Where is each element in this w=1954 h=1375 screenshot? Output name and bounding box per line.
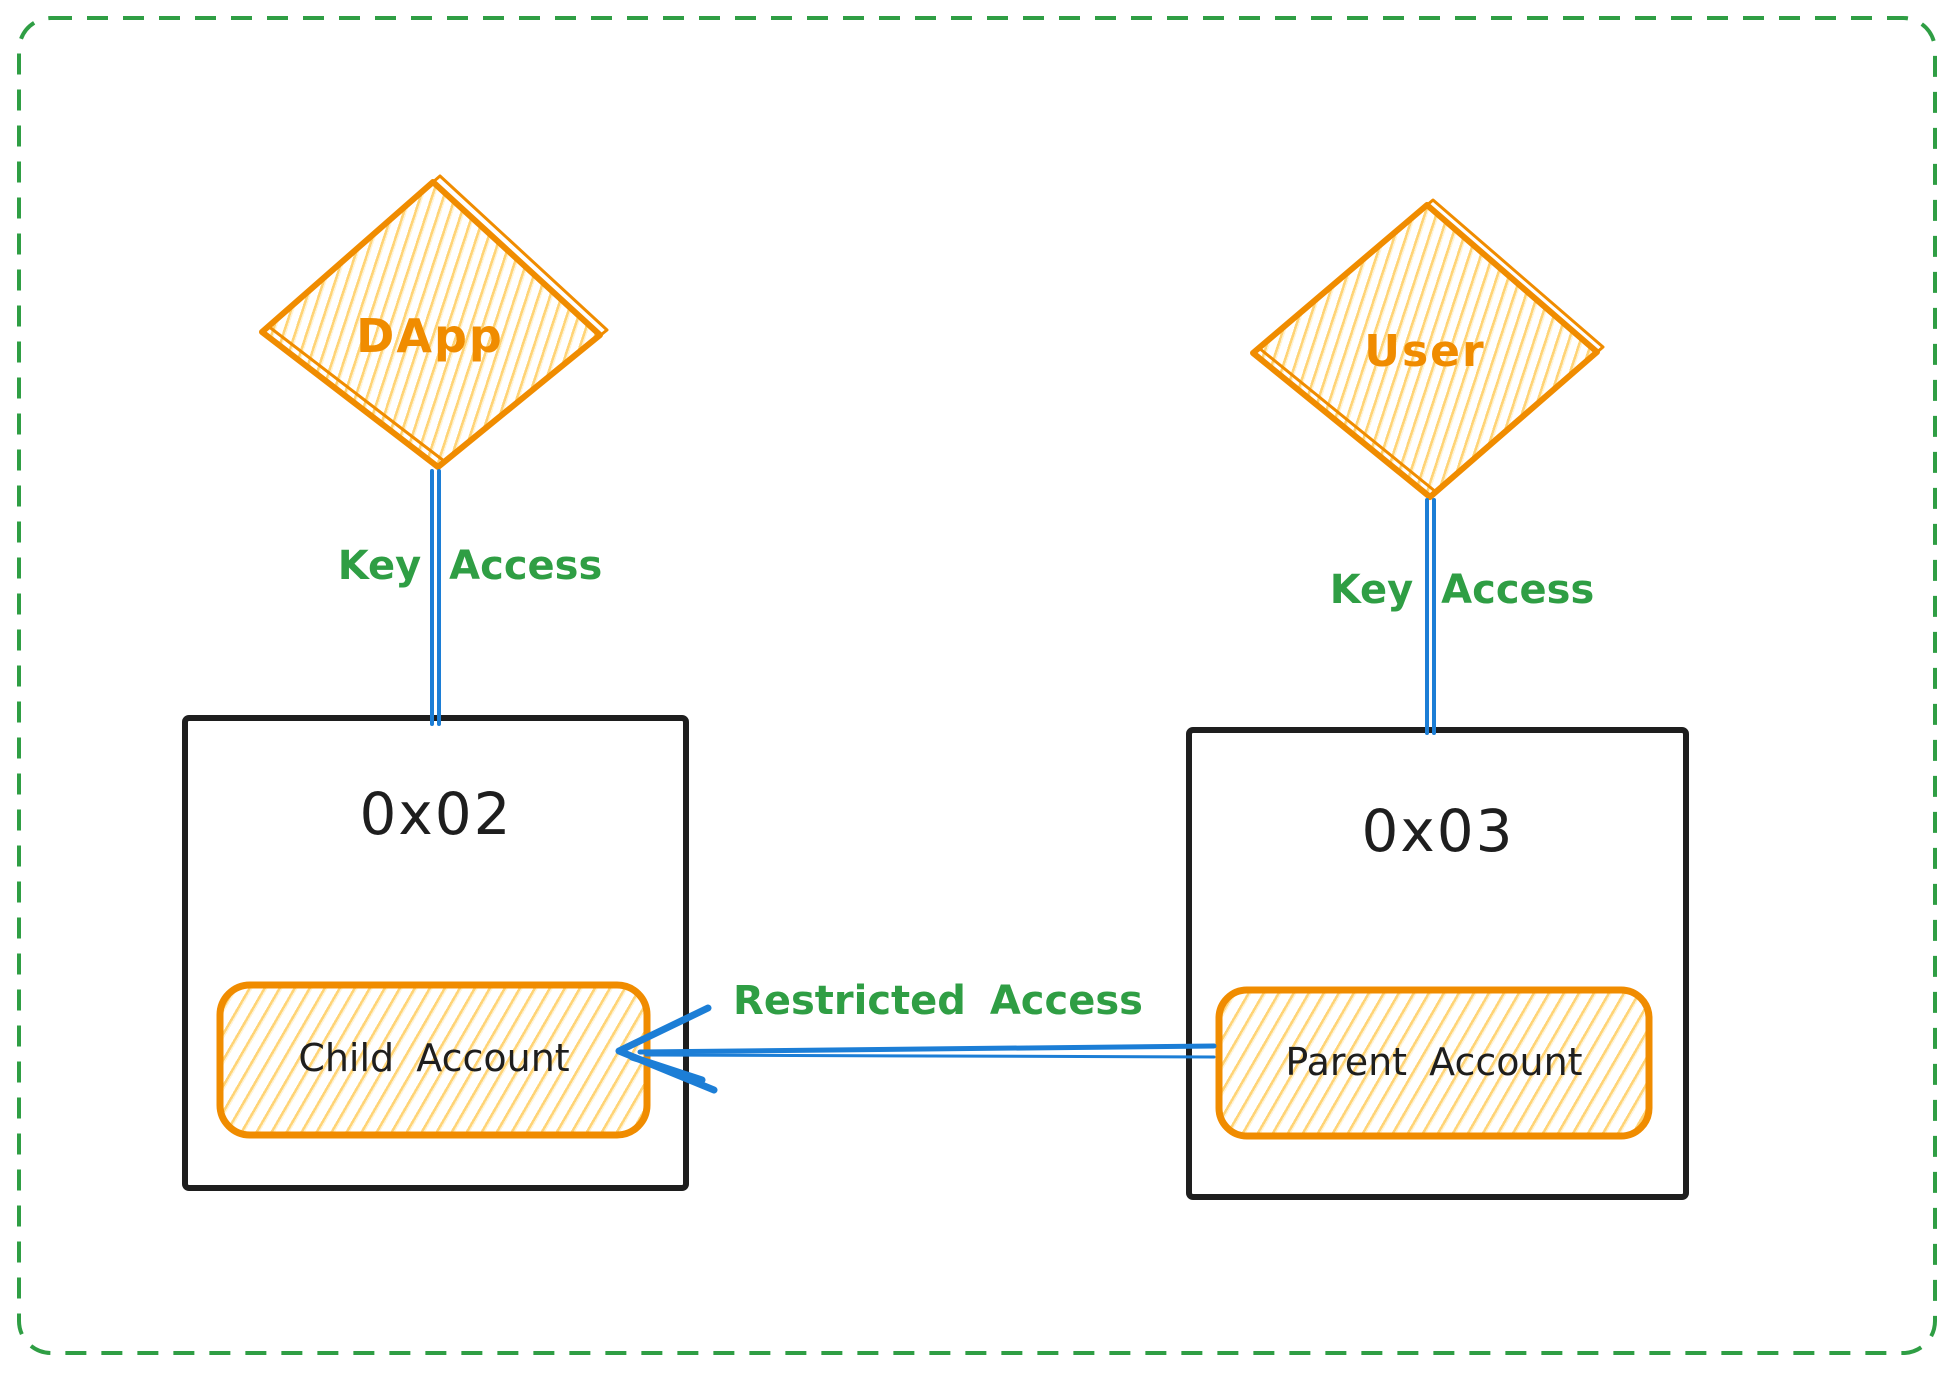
restricted-access-arrow-line	[637, 1043, 1217, 1055]
wallet-0x02-outline	[182, 715, 689, 1191]
user-key-access-connector	[1425, 498, 1436, 735]
wallet-0x02-label: 0x02	[359, 780, 513, 848]
child-account-box-fill	[220, 985, 647, 1135]
restricted-access-arrow-line-overdraw	[644, 1053, 1216, 1059]
dapp-diamond-overdraw	[266, 174, 609, 463]
dapp-label: DApp	[356, 309, 504, 363]
parent-account-label: Parent Account	[1285, 1040, 1583, 1084]
user-key-access-label: Key Access	[1329, 567, 1595, 613]
wallet-0x03-outline	[1186, 727, 1689, 1200]
dapp-key-access-connector	[430, 469, 441, 726]
restricted-access-label: Restricted Access	[733, 978, 1143, 1024]
user-label: User	[1364, 326, 1486, 377]
user-diamond-overdraw	[1257, 198, 1605, 494]
dashed-frame-border	[17, 16, 1937, 1355]
wallet-0x03-label: 0x03	[1361, 797, 1515, 865]
dapp-key-access-label: Key Access	[337, 543, 603, 589]
restricted-access-arrowhead	[615, 1004, 718, 1094]
child-account-label: Child Account	[298, 1036, 570, 1080]
parent-account-box-fill	[1219, 990, 1649, 1136]
parent-account-box-outline	[1215, 986, 1653, 1140]
